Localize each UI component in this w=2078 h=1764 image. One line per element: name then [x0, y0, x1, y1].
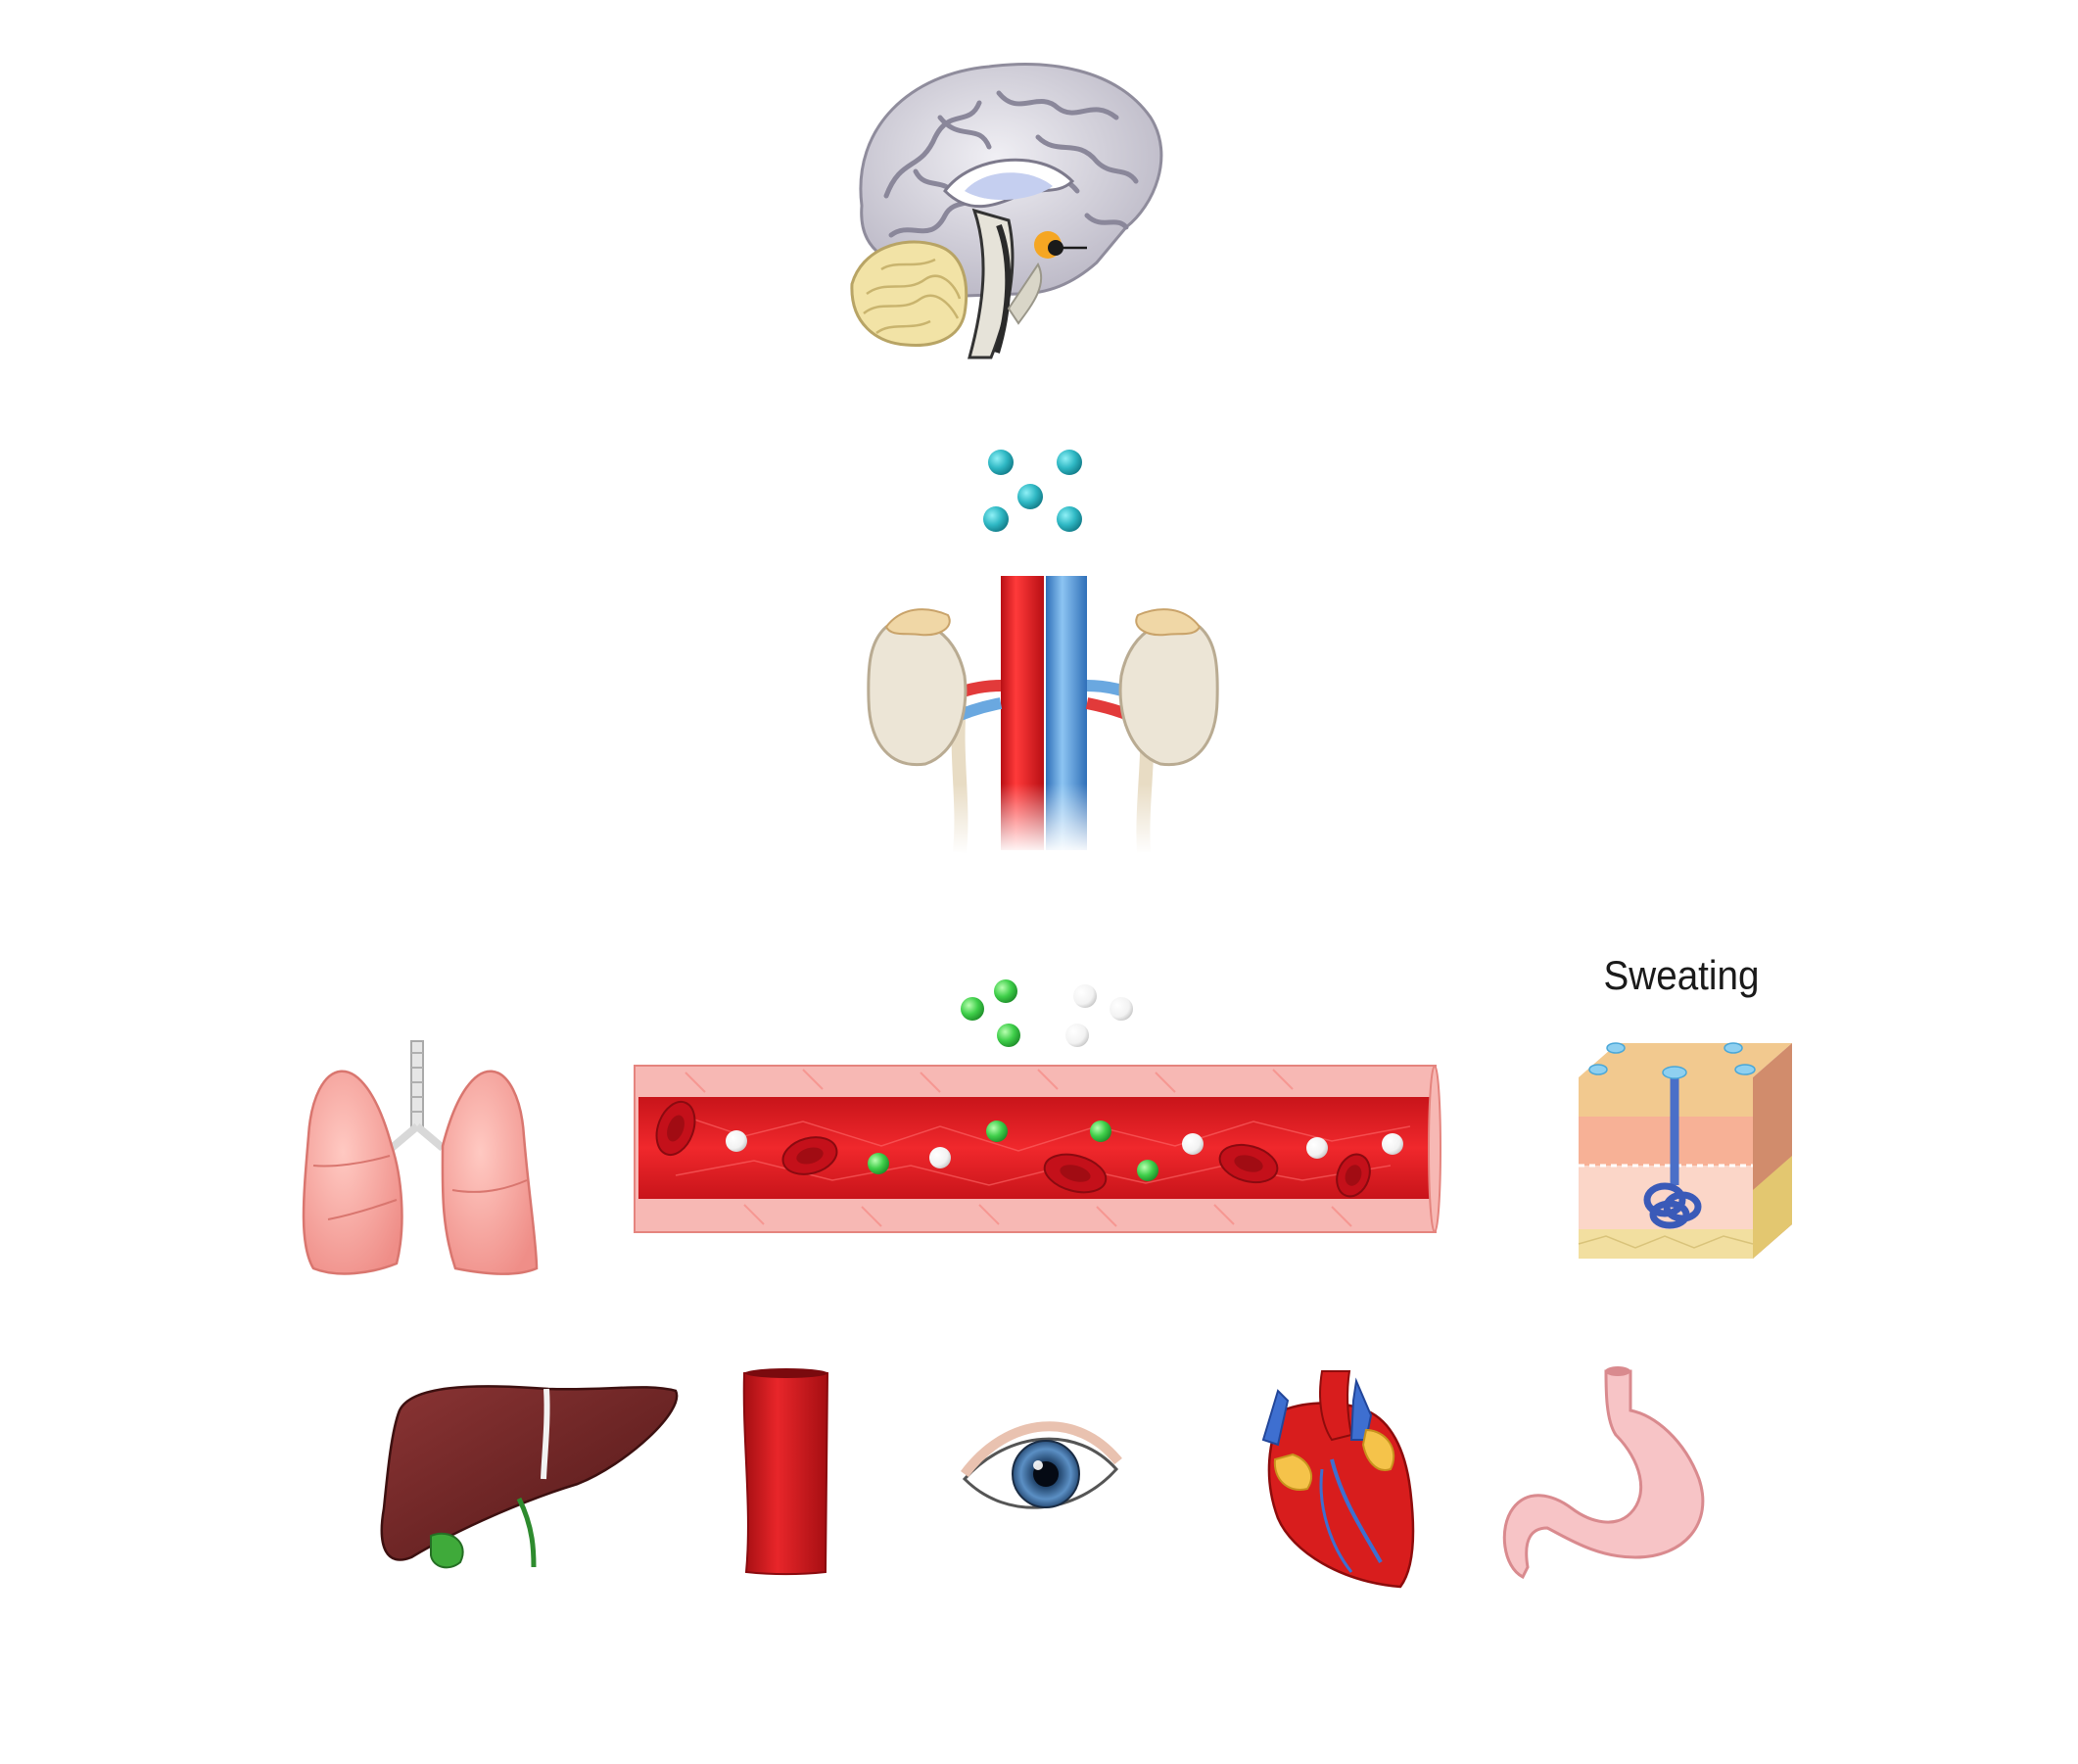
heart-icon [1261, 1370, 1415, 1589]
hormone-molecule [988, 450, 1014, 475]
hormone-molecule [1057, 450, 1082, 475]
hormone-molecule-white [1306, 1137, 1328, 1159]
hormone-molecule-white [1382, 1133, 1403, 1155]
hormone-molecule [1057, 506, 1082, 532]
hormone-molecule [983, 506, 1009, 532]
hormone-molecules-cyan [983, 450, 1082, 532]
liver-icon [380, 1385, 679, 1569]
hormone-molecule-white [1065, 1024, 1089, 1047]
hormone-molecule-green [986, 1120, 1008, 1142]
hormone-molecule-green [994, 979, 1017, 1003]
hormone-molecule-white [1110, 997, 1133, 1021]
hormone-molecule-white [1182, 1133, 1204, 1155]
sweat-droplet [1588, 1064, 1608, 1075]
kidneys-adrenal-icon [862, 576, 1234, 854]
artery-icon [742, 1368, 829, 1576]
sweat-droplet [1734, 1064, 1756, 1075]
brain-icon [850, 63, 1163, 359]
hormone-molecule-green [997, 1024, 1020, 1047]
lungs-icon [302, 1040, 539, 1276]
hormone-molecule-white [726, 1130, 747, 1152]
sweat-droplet [1724, 1042, 1743, 1054]
hormone-molecule-green [961, 997, 984, 1021]
sweat-droplet [1662, 1066, 1687, 1079]
sweating-label: Sweating [1603, 952, 1760, 998]
hormone-molecule-white [929, 1147, 951, 1168]
hormone-molecules-top [961, 979, 1133, 1047]
sweat-droplet [1606, 1042, 1626, 1054]
stomach-icon [1502, 1366, 1705, 1580]
hormone-molecule-green [1137, 1160, 1158, 1181]
eye-icon [961, 1421, 1122, 1509]
skin-sweat-gland-icon [1578, 1042, 1792, 1259]
hormone-molecule-green [1090, 1120, 1111, 1142]
hormone-molecule-white [1073, 984, 1097, 1008]
hormone-molecule-green [868, 1153, 889, 1174]
blood-vessel-icon [634, 1065, 1441, 1233]
hormone-molecule [1017, 484, 1043, 509]
